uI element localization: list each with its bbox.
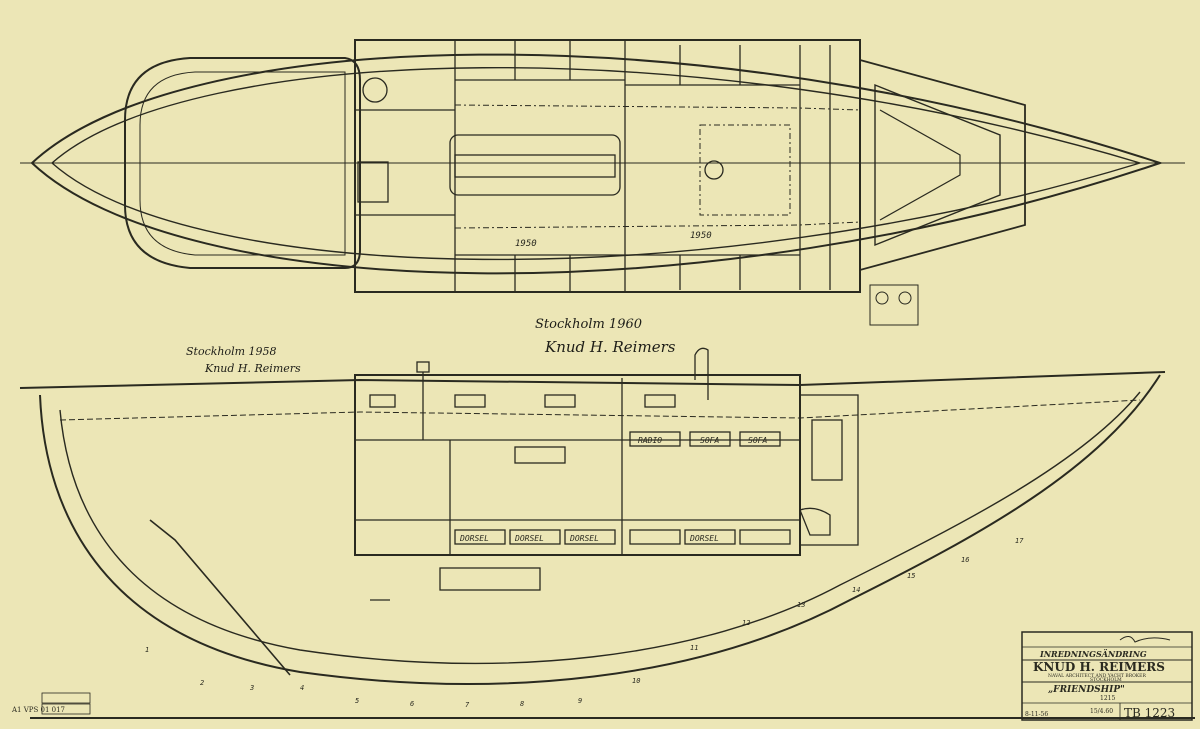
station-number: 14 [852, 586, 860, 594]
title-firm: KNUD H. REIMERS [1033, 660, 1165, 674]
cockpit-outline [124, 57, 361, 269]
plan-hull-inner [50, 67, 1143, 261]
title-firm-subtitle: NAVAL ARCHITECT AND YACHT BROKER [1048, 673, 1146, 679]
signatures: Stockholm 1958 Knud H. Reimers Stockholm… [186, 317, 676, 375]
archive-stamp: A1 VPS 01 017 [11, 692, 91, 715]
foredeck-outline [859, 58, 1026, 272]
stamp-text: A1 VPS 01 017 [11, 706, 65, 714]
station-number: 11 [690, 644, 698, 652]
profile-label-dorsel-2: DORSEL [514, 534, 544, 543]
profile-view: RADIO SOFA SOFA DORSEL DORSEL DORSEL DOR… [19, 347, 1166, 709]
title-yacht-name: „FRIENDSHIP" [1048, 685, 1125, 695]
title-date-drawn: 8-11-56 [1025, 711, 1048, 718]
title-subject: INREDNINGSÄNDRING [1039, 649, 1147, 659]
plan-dimension-2: 1950 [690, 231, 712, 241]
station-number: 12 [742, 619, 750, 627]
signature-left: Knud H. Reimers [204, 362, 301, 375]
signature-left-date: Stockholm 1958 [186, 345, 277, 358]
station-number: 10 [632, 677, 640, 685]
hull-profile-inner [59, 391, 1141, 665]
profile-label-sofa-1: SOFA [700, 436, 719, 445]
signature-center-date: Stockholm 1960 [535, 317, 642, 332]
station-number: 5 [355, 697, 359, 705]
profile-label-dorsel-3: DORSEL [569, 534, 599, 543]
station-number: 9 [578, 697, 582, 705]
station-number: 6 [410, 700, 414, 708]
sheer-line [19, 371, 1166, 389]
station-number: 13 [797, 601, 805, 609]
plan-view: 1950 1950 [20, 39, 1185, 326]
plan-hull-outer [30, 53, 1164, 275]
station-number: 4 [300, 684, 304, 692]
station-number: 7 [465, 701, 470, 709]
title-drawing-number: TB 1223 [1124, 706, 1175, 720]
profile-label-sofa-2: SOFA [748, 436, 767, 445]
profile-label-dorsel-4: DORSEL [689, 534, 719, 543]
plan-dimension-1: 1950 [515, 239, 537, 249]
title-date-revised: 15/4.60 [1090, 708, 1113, 715]
title-block: INREDNINGSÄNDRING KNUD H. REIMERS NAVAL … [1021, 631, 1193, 721]
station-number: 16 [961, 556, 969, 564]
profile-label-radio: RADIO [638, 436, 662, 445]
station-number: 3 [249, 684, 254, 692]
title-number: 1215 [1100, 695, 1115, 702]
station-number: 1 [145, 646, 149, 654]
station-number: 15 [907, 572, 915, 580]
hull-profile-outer [39, 374, 1161, 685]
cabin-plan [354, 39, 861, 293]
profile-label-dorsel-1: DORSEL [459, 534, 489, 543]
station-number: 8 [520, 700, 524, 708]
detail-sketch [869, 284, 919, 326]
station-number: 17 [1015, 537, 1024, 545]
signature-center: Knud H. Reimers [544, 338, 676, 356]
station-number: 2 [200, 679, 204, 687]
deckhouse-profile [354, 374, 801, 556]
title-city: STOCKHOLM [1090, 677, 1122, 683]
